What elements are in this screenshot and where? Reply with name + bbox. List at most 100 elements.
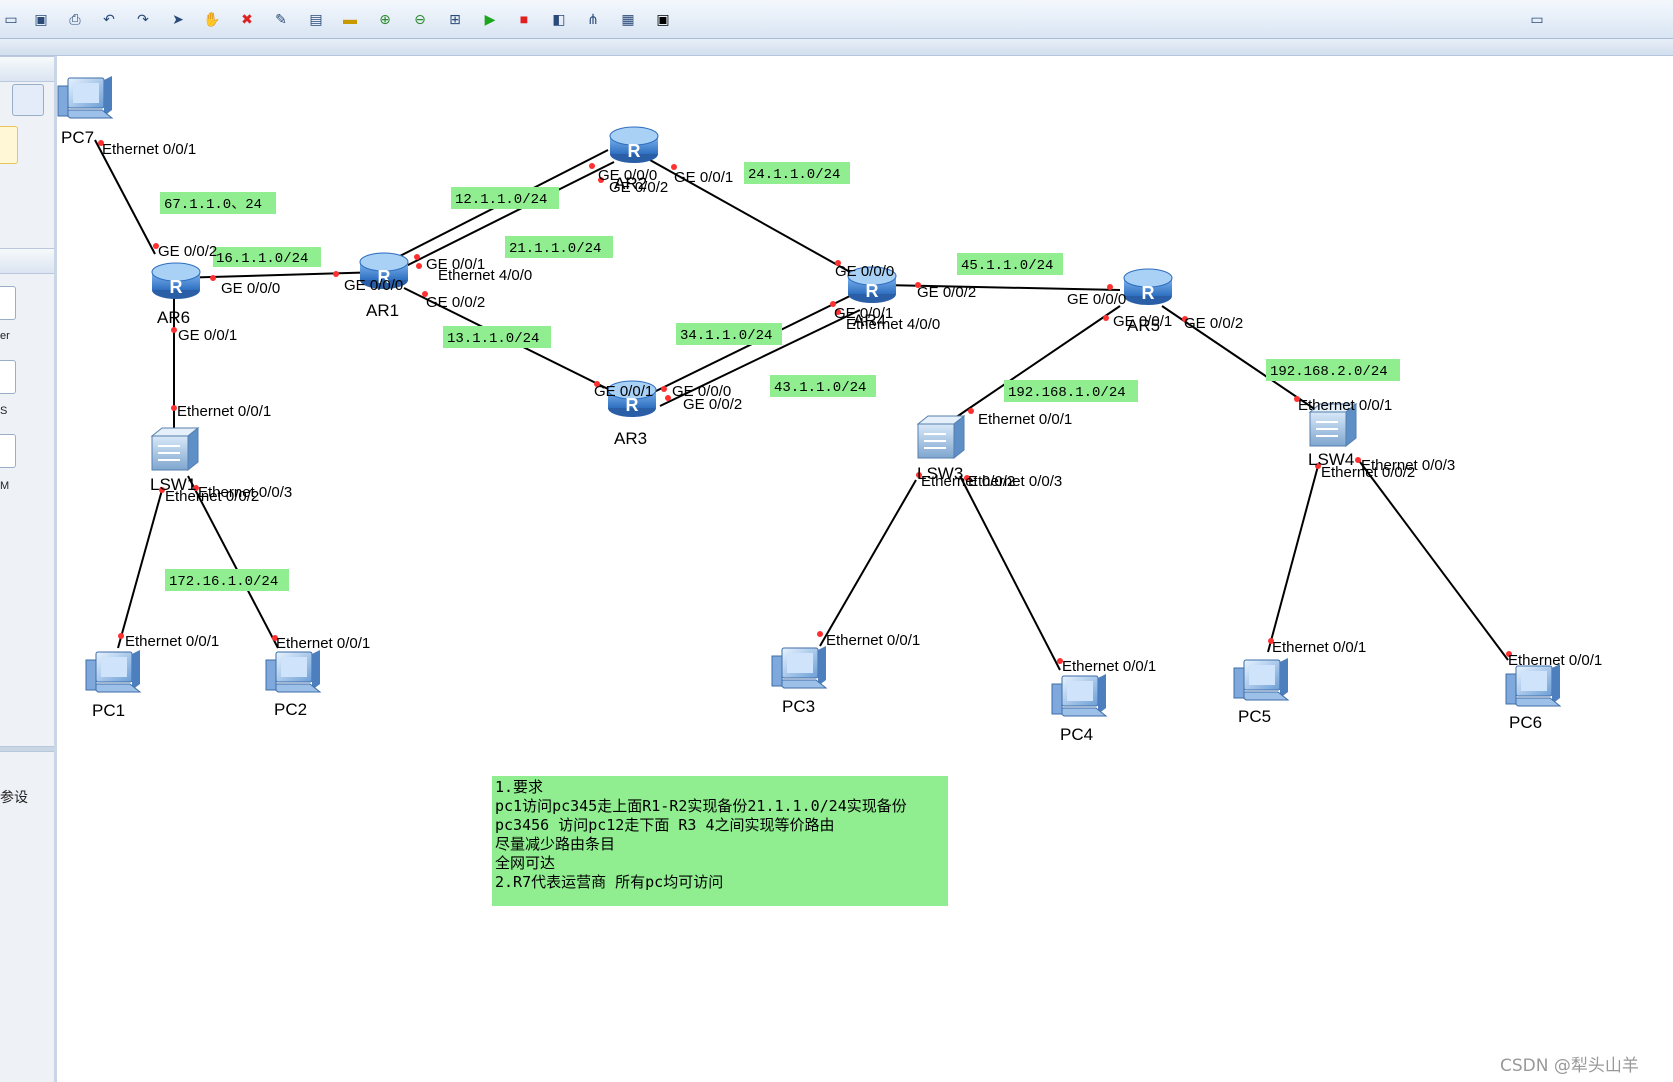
if-lsw1-e002: Ethernet 0/0/2: [165, 488, 259, 505]
stop-icon[interactable]: ■: [519, 11, 529, 27]
fit-icon[interactable]: ⊞: [449, 10, 461, 27]
link-ar5-lsw4[interactable]: [1161, 305, 1317, 411]
start-icon[interactable]: ▶: [484, 10, 496, 27]
net-box-1922: [1266, 359, 1400, 381]
links: [94, 139, 1509, 671]
hand-icon[interactable]: ✋: [203, 10, 221, 27]
topology-icon[interactable]: ⋔: [587, 10, 599, 27]
link-pc7-ar6[interactable]: [94, 139, 156, 255]
ar3-label: AR3: [614, 429, 647, 448]
terminal-icon[interactable]: ▣: [656, 10, 670, 27]
if-ar3-ge001: GE 0/0/1: [594, 383, 653, 400]
pc3-icon[interactable]: [771, 645, 827, 689]
new-icon[interactable]: ▭: [4, 10, 18, 27]
ar6-router-icon[interactable]: [151, 262, 201, 300]
link-lsw3-pc4[interactable]: [959, 475, 1061, 671]
device-item-icon-2[interactable]: [0, 360, 16, 394]
link-lsw1-pc1[interactable]: [117, 489, 163, 649]
if-pc2-e001: Ethernet 0/0/1: [276, 635, 370, 652]
net-box-16: [213, 247, 321, 267]
net-box-21: [505, 236, 613, 258]
lsw3-label: LSW3: [917, 464, 963, 483]
link-ar4-ar5[interactable]: [883, 284, 1121, 291]
pc1-icon[interactable]: [85, 649, 141, 693]
if-ar4-e400: Ethernet 4/0/0: [846, 316, 940, 333]
link-lsw1-pc2[interactable]: [187, 475, 279, 649]
if-pc7-e001: Ethernet 0/0/1: [102, 141, 196, 158]
select-icon[interactable]: ➤: [172, 10, 184, 27]
pc1-label: PC1: [92, 701, 125, 720]
pc5-icon[interactable]: [1233, 657, 1289, 701]
device-panel: er S M 参设: [0, 56, 57, 1082]
if-ar2-ge000: GE 0/0/0: [598, 167, 657, 184]
pc7-icon[interactable]: [57, 75, 113, 119]
if-ar4-ge001: GE 0/0/1: [834, 305, 893, 322]
if-lsw1-e001: Ethernet 0/0/1: [177, 403, 271, 420]
pc3-label: PC3: [782, 697, 815, 716]
topology-canvas[interactable]: R: [57, 56, 1673, 1082]
save-icon[interactable]: ▣: [34, 10, 48, 27]
device-item-label-3: M: [0, 480, 10, 492]
ar2-label: AR2: [614, 174, 647, 193]
if-pc4-e001: Ethernet 0/0/1: [1062, 658, 1156, 675]
net-label-16: 16.1.1.0/24: [216, 251, 308, 267]
rectangle-icon[interactable]: ▬: [343, 11, 357, 27]
lsw1-switch-icon[interactable]: [151, 427, 199, 471]
pc4-icon[interactable]: [1051, 673, 1107, 717]
device-category-icon[interactable]: [12, 84, 44, 116]
if-lsw4-e002: Ethernet 0/0/2: [1321, 464, 1415, 481]
link-lsw4-pc5[interactable]: [1267, 465, 1319, 653]
chat-icon[interactable]: ▭: [1530, 10, 1544, 27]
link-lsw3-pc3[interactable]: [819, 479, 917, 647]
pc2-icon[interactable]: [265, 649, 321, 693]
capture-icon[interactable]: ◧: [552, 10, 566, 27]
print-icon[interactable]: ⎙: [69, 10, 81, 27]
net-box-67: [160, 192, 276, 214]
selected-category-icon[interactable]: [0, 126, 18, 164]
if-pc3-e001: Ethernet 0/0/1: [826, 632, 920, 649]
zoom-out-icon[interactable]: ⊖: [414, 10, 426, 27]
secondary-toolbar: [0, 39, 1673, 56]
device-item-icon-3[interactable]: [0, 434, 16, 468]
undo-icon[interactable]: ↶: [103, 10, 115, 27]
net-box-34: [676, 323, 782, 345]
if-pc6-e001: Ethernet 0/0/1: [1508, 652, 1602, 669]
redo-icon[interactable]: ↷: [137, 10, 149, 27]
delete-link-icon[interactable]: ✎: [275, 10, 287, 27]
net-box-45: [957, 253, 1063, 275]
device-item-icon[interactable]: [0, 286, 16, 320]
net-label-45: 45.1.1.0/24: [961, 258, 1053, 274]
note-line: 尽量减少路由条目: [495, 835, 616, 853]
net-box-24: [744, 162, 850, 184]
ar5-router-icon[interactable]: [1123, 268, 1173, 306]
link-ar2-ar4[interactable]: [649, 159, 851, 273]
grid-icon[interactable]: ▦: [621, 10, 635, 27]
pc6-label: PC6: [1509, 713, 1542, 732]
panel-section-header-2[interactable]: [0, 248, 54, 274]
if-lsw4-e001: Ethernet 0/0/1: [1298, 397, 1392, 414]
net-label-67: 67.1.1.0、24: [164, 197, 262, 213]
delete-icon[interactable]: ✖: [241, 10, 253, 27]
if-ar6-ge001: GE 0/0/1: [178, 327, 237, 344]
link-ar1-ar2-b[interactable]: [405, 161, 615, 267]
panel-section-header[interactable]: [0, 56, 54, 82]
lsw1-label: LSW1: [150, 475, 196, 494]
lsw3-switch-icon[interactable]: [917, 415, 965, 459]
if-pc5-e001: Ethernet 0/0/1: [1272, 639, 1366, 656]
text-icon[interactable]: ▤: [309, 10, 323, 27]
note-line: 全网可达: [495, 854, 556, 872]
if-lsw1-e003: Ethernet 0/0/3: [198, 484, 292, 501]
link-ar3-ar4-b[interactable]: [659, 309, 861, 407]
if-ar6-ge002: GE 0/0/2: [158, 243, 217, 260]
zoom-in-icon[interactable]: ⊕: [379, 10, 391, 27]
device-item-label: er: [0, 330, 10, 342]
requirements-note[interactable]: 1.要求 pc1访问pc345走上面R1-R2实现备份21.1.1.0/24实现…: [492, 776, 948, 906]
link-ar5-lsw3[interactable]: [951, 305, 1121, 421]
settings-label: 参设: [0, 789, 28, 805]
pc6-icon[interactable]: [1505, 663, 1561, 707]
ar4-label: AR4: [853, 311, 886, 330]
link-lsw4-pc6[interactable]: [1359, 461, 1509, 661]
lsw4-label: LSW4: [1308, 450, 1354, 469]
ar2-router-icon[interactable]: [609, 126, 659, 164]
net-box-13: [443, 326, 551, 348]
